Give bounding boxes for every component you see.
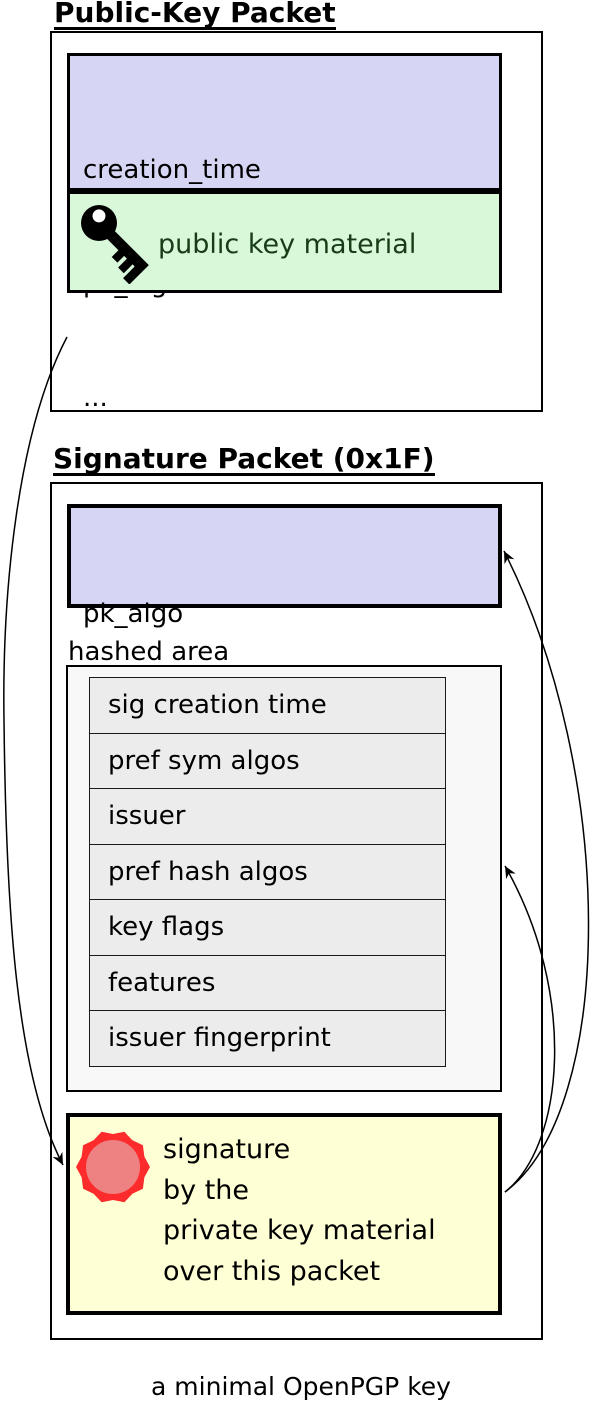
field-pk-algo-sig: pk_algo	[83, 599, 184, 629]
subpacket-pref-hash-algos: pref hash algos	[89, 843, 446, 901]
signature-line-2: by the	[163, 1174, 250, 1206]
hashed-area-box: sig creation time pref sym algos issuer …	[66, 665, 502, 1092]
subpacket-issuer: issuer	[89, 788, 446, 845]
subpacket-sig-creation-time: sig creation time	[89, 677, 446, 734]
signature-value-box	[66, 1113, 502, 1315]
field-creation-time: creation_time	[83, 155, 261, 185]
subpacket-key-flags: key flags	[89, 899, 446, 956]
signature-header-fields-box: pk_algo hash_algo	[67, 504, 502, 743]
signature-description: signature by the private key material ov…	[163, 1130, 436, 1292]
signature-line-1: signature	[163, 1134, 291, 1165]
subpacket-features: features	[89, 954, 446, 1012]
public-key-packet-title: Public-Key Packet	[54, 0, 336, 30]
subpacket-pref-sym-algos: pref sym algos	[89, 732, 446, 790]
signature-line-3: private key material	[163, 1215, 436, 1246]
subpacket-issuer-fingerprint: issuer fingerprint	[89, 1010, 446, 1067]
signature-line-4: over this packet	[163, 1255, 381, 1287]
diagram-caption: a minimal OpenPGP key	[151, 1372, 451, 1401]
public-key-material-box: public key material	[67, 191, 502, 293]
hashed-area-label: hashed area	[68, 637, 230, 667]
signature-packet-title: Signature Packet (0x1F)	[53, 442, 435, 476]
wax-seal-icon	[76, 1131, 150, 1203]
hashed-subpacket-list: sig creation time pref sym algos issuer …	[89, 677, 446, 1067]
public-key-material-label: public key material	[158, 229, 417, 260]
public-key-header-fields-box: creation_time pk_algo ...	[67, 53, 502, 413]
key-icon	[81, 205, 149, 284]
field-ellipsis: ...	[83, 383, 108, 413]
